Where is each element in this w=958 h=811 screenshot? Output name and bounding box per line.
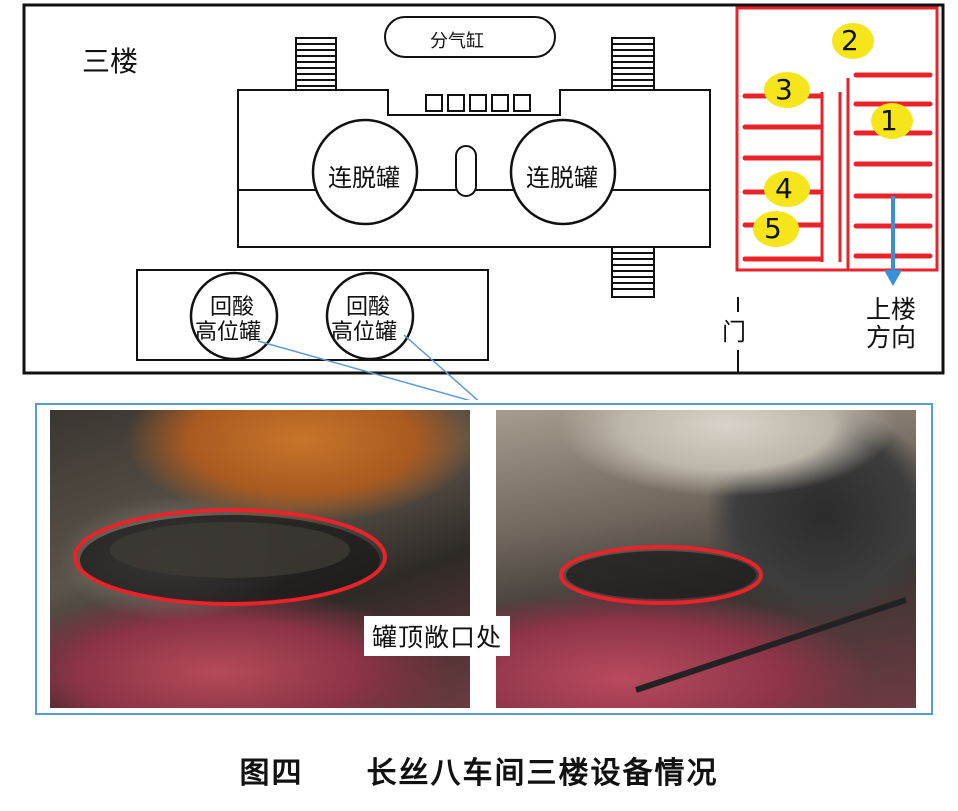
photo-tank-top-left bbox=[50, 410, 470, 708]
stairs-top-left bbox=[295, 37, 337, 93]
return-acid-room bbox=[136, 269, 489, 361]
marker-2-label: 2 bbox=[841, 24, 859, 57]
return-acid-tank-2 bbox=[325, 271, 415, 361]
figure-title: 长丝八车间三楼设备情况 bbox=[366, 756, 719, 791]
gas-manifold-label: 分气缸 bbox=[430, 31, 484, 52]
return-acid-tank-1-line2: 高位罐 bbox=[195, 320, 262, 345]
marker-3-label: 3 bbox=[775, 73, 793, 106]
connector-line-right bbox=[403, 334, 479, 400]
stairs-direction-arrow bbox=[884, 196, 902, 286]
connector-line-left bbox=[257, 340, 471, 400]
tank-left bbox=[311, 118, 419, 226]
marker-4-label: 4 bbox=[775, 172, 793, 205]
red-highlight-ellipse-left bbox=[73, 508, 387, 606]
return-acid-tank-2-line1: 回酸 bbox=[346, 295, 391, 320]
red-highlight-ellipse-right bbox=[559, 545, 763, 605]
stairs-label-line2: 方向 bbox=[866, 323, 917, 352]
tank-left-label: 连脱罐 bbox=[328, 164, 400, 192]
photo-tank-top-right bbox=[496, 410, 916, 708]
marker-3 bbox=[764, 72, 810, 108]
door-label: 门 bbox=[722, 318, 746, 346]
red-zone bbox=[735, 6, 939, 272]
stairs-bottom bbox=[611, 246, 655, 298]
tank-right-label: 连脱罐 bbox=[526, 164, 598, 192]
figure-caption: 图四 长丝八车间三楼设备情况 bbox=[0, 748, 958, 792]
building-outline bbox=[22, 3, 945, 375]
return-acid-tank-1 bbox=[189, 271, 279, 361]
small-vessels-row bbox=[425, 94, 531, 112]
photos-label: 罐顶敞口处 bbox=[364, 616, 511, 656]
marker-5 bbox=[753, 211, 799, 247]
floor-plan-diagram bbox=[22, 3, 945, 400]
marker-1 bbox=[871, 103, 913, 139]
marker-1-label: 1 bbox=[880, 104, 898, 137]
marker-2 bbox=[832, 23, 874, 59]
sight-glass bbox=[455, 145, 477, 197]
marker-5-label: 5 bbox=[764, 212, 782, 245]
figure-number: 图四 bbox=[239, 756, 304, 791]
tank-right bbox=[509, 118, 617, 226]
stairs-label-line1: 上楼 bbox=[866, 295, 917, 324]
floor-label: 三楼 bbox=[82, 45, 139, 78]
marker-4 bbox=[764, 171, 810, 207]
return-acid-tank-2-line2: 高位罐 bbox=[331, 320, 398, 345]
photo-inset-frame bbox=[35, 403, 933, 715]
return-acid-tank-1-line1: 回酸 bbox=[210, 295, 255, 320]
gas-manifold bbox=[384, 16, 556, 58]
stairs-top-right bbox=[611, 37, 655, 93]
